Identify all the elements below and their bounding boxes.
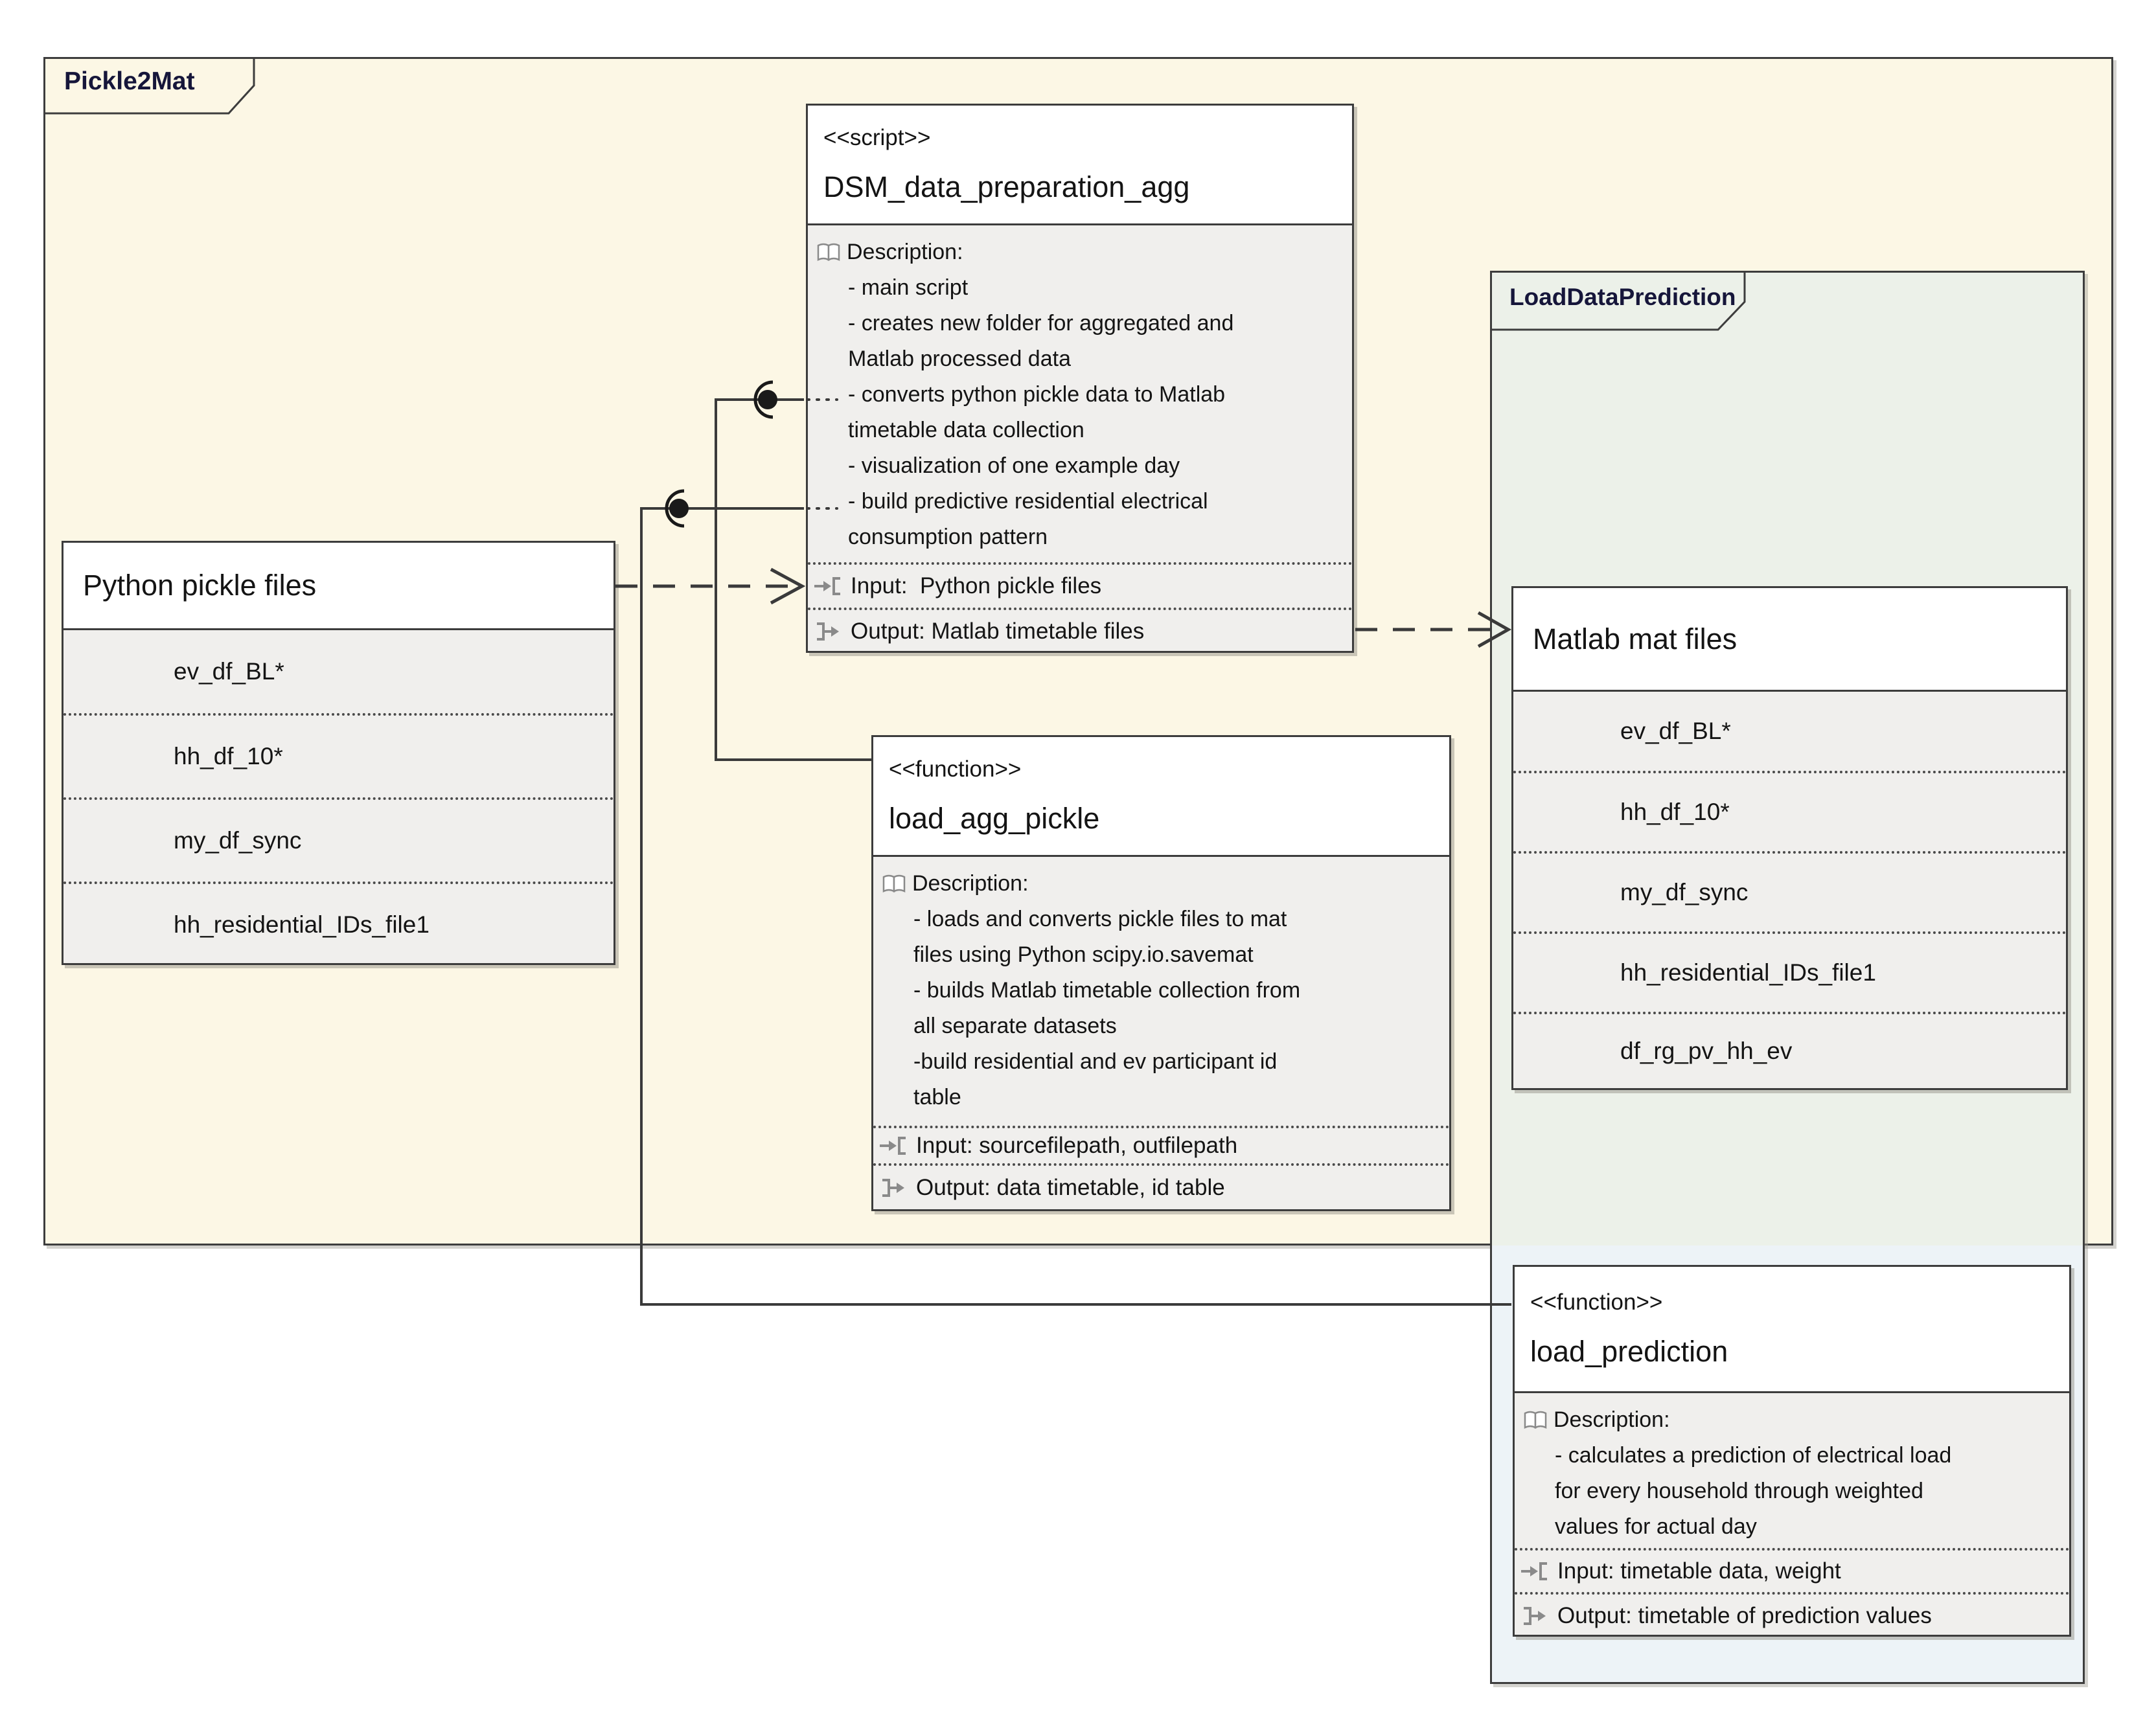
dsm-desc-line: timetable data collection — [848, 418, 1084, 442]
load-prediction-desc-line: for every household through weighted — [1555, 1479, 1923, 1503]
list-item: my_df_sync — [63, 797, 614, 881]
box-dsm-header: <<script>> DSM_data_preparation_agg — [808, 106, 1352, 225]
load-agg-pickle-output-row: Output: data timetable, id table — [873, 1163, 1449, 1209]
matlab-mat-header: Matlab mat files — [1513, 588, 2066, 692]
book-icon — [881, 874, 907, 894]
load-agg-pickle-desc-line: - builds Matlab timetable collection fro… — [913, 978, 1301, 1003]
input-icon — [1520, 1560, 1551, 1583]
list-item: df_rg_pv_hh_ev — [1513, 1012, 2066, 1088]
dsm-input-row: Input: Python pickle files — [808, 562, 1352, 608]
book-icon — [816, 242, 842, 263]
python-pickle-title: Python pickle files — [83, 569, 317, 602]
dsm-desc-line: - converts python pickle data to Matlab — [848, 382, 1226, 407]
matlab-mat-list: ev_df_BL* hh_df_10* my_df_sync hh_reside… — [1513, 692, 2066, 1088]
load-prediction-stereotype: <<function>> — [1530, 1290, 1663, 1315]
load-agg-pickle-desc-line: files using Python scipy.io.savemat — [913, 942, 1254, 967]
package-loaddataprediction-tab — [1490, 271, 1746, 331]
box-matlab-mat-files: Matlab mat files ev_df_BL* hh_df_10* my_… — [1511, 586, 2068, 1090]
load-agg-pickle-description-section: Description: - loads and converts pickle… — [873, 857, 1449, 1126]
load-agg-pickle-title: load_agg_pickle — [889, 802, 1100, 835]
list-item: ev_df_BL* — [174, 658, 284, 685]
output-icon — [1520, 1604, 1551, 1628]
dsm-desc-line: - creates new folder for aggregated and — [848, 311, 1234, 335]
list-item: hh_df_10* — [63, 713, 614, 797]
dsm-desc-line: Matlab processed data — [848, 347, 1071, 371]
list-item: hh_residential_IDs_file1 — [1513, 931, 2066, 1012]
load-prediction-desc-line: values for actual day — [1555, 1514, 1757, 1539]
box-python-pickle-files: Python pickle files ev_df_BL* hh_df_10* … — [62, 541, 615, 965]
load-prediction-desc-line: - calculates a prediction of electrical … — [1555, 1443, 1952, 1468]
dsm-stereotype: <<script>> — [823, 125, 931, 150]
load-agg-pickle-desc-line: table — [913, 1085, 961, 1109]
load-agg-pickle-desc-line: all separate datasets — [913, 1014, 1117, 1038]
python-pickle-header: Python pickle files — [63, 543, 614, 630]
load-prediction-description-section: Description: - calculates a prediction o… — [1515, 1393, 2069, 1548]
input-icon — [878, 1134, 910, 1157]
list-item: hh_residential_IDs_file1 — [63, 881, 614, 965]
output-icon — [813, 620, 844, 643]
dsm-desc-line: - build predictive residential electrica… — [848, 489, 1208, 514]
list-item: my_df_sync — [1513, 851, 2066, 931]
dsm-description-label: Description: — [847, 240, 963, 264]
list-item: ev_df_BL* — [1620, 718, 1731, 744]
dsm-desc-line: - visualization of one example day — [848, 453, 1180, 478]
load-prediction-title: load_prediction — [1530, 1335, 1728, 1368]
package-pickle2mat-label: Pickle2Mat — [64, 67, 195, 95]
dsm-desc-line: consumption pattern — [848, 525, 1048, 549]
dsm-title: DSM_data_preparation_agg — [823, 170, 1190, 203]
load-agg-pickle-description-label: Description: — [912, 871, 1029, 896]
output-icon — [878, 1176, 910, 1200]
load-agg-pickle-desc-line: -build residential and ev participant id — [913, 1049, 1278, 1074]
dsm-output-row: Output: Matlab timetable files — [808, 608, 1352, 653]
load-prediction-description-label: Description: — [1554, 1407, 1670, 1432]
load-agg-pickle-desc-line: - loads and converts pickle files to mat — [913, 907, 1287, 931]
box-load-agg-pickle: <<function>> load_agg_pickle Description… — [871, 735, 1451, 1211]
load-agg-pickle-input-row: Input: sourcefilepath, outfilepath — [873, 1126, 1449, 1163]
load-agg-pickle-header: <<function>> load_agg_pickle — [873, 737, 1449, 857]
load-prediction-input-label: Input: timetable data, weight — [1557, 1558, 1841, 1584]
list-item: hh_df_10* — [1513, 771, 2066, 851]
dsm-input-label: Input: Python pickle files — [851, 573, 1102, 598]
load-prediction-output-row: Output: timetable of prediction values — [1515, 1592, 2069, 1637]
dsm-description-section: Description: - main script - creates new… — [808, 225, 1352, 562]
load-prediction-output-label: Output: timetable of prediction values — [1557, 1602, 1932, 1628]
book-icon — [1522, 1410, 1548, 1431]
box-load-prediction: <<function>> load_prediction Description… — [1513, 1265, 2071, 1637]
package-pickle2mat-tab — [43, 57, 255, 115]
load-prediction-header: <<function>> load_prediction — [1515, 1267, 2069, 1393]
load-agg-pickle-output-label: Output: data timetable, id table — [916, 1174, 1225, 1200]
matlab-mat-title: Matlab mat files — [1533, 622, 1737, 655]
load-prediction-input-row: Input: timetable data, weight — [1515, 1548, 2069, 1592]
python-pickle-list: ev_df_BL* hh_df_10* my_df_sync hh_reside… — [63, 630, 614, 965]
dsm-output-label: Output: Matlab timetable files — [851, 619, 1145, 644]
load-agg-pickle-stereotype: <<function>> — [889, 756, 1022, 782]
input-icon — [813, 574, 844, 598]
load-agg-pickle-input-label: Input: sourcefilepath, outfilepath — [916, 1133, 1238, 1158]
package-loaddataprediction-label: LoadDataPrediction — [1509, 284, 1736, 310]
dsm-desc-line: - main script — [848, 275, 969, 300]
box-dsm-data-preparation-agg: <<script>> DSM_data_preparation_agg Desc… — [806, 104, 1354, 653]
